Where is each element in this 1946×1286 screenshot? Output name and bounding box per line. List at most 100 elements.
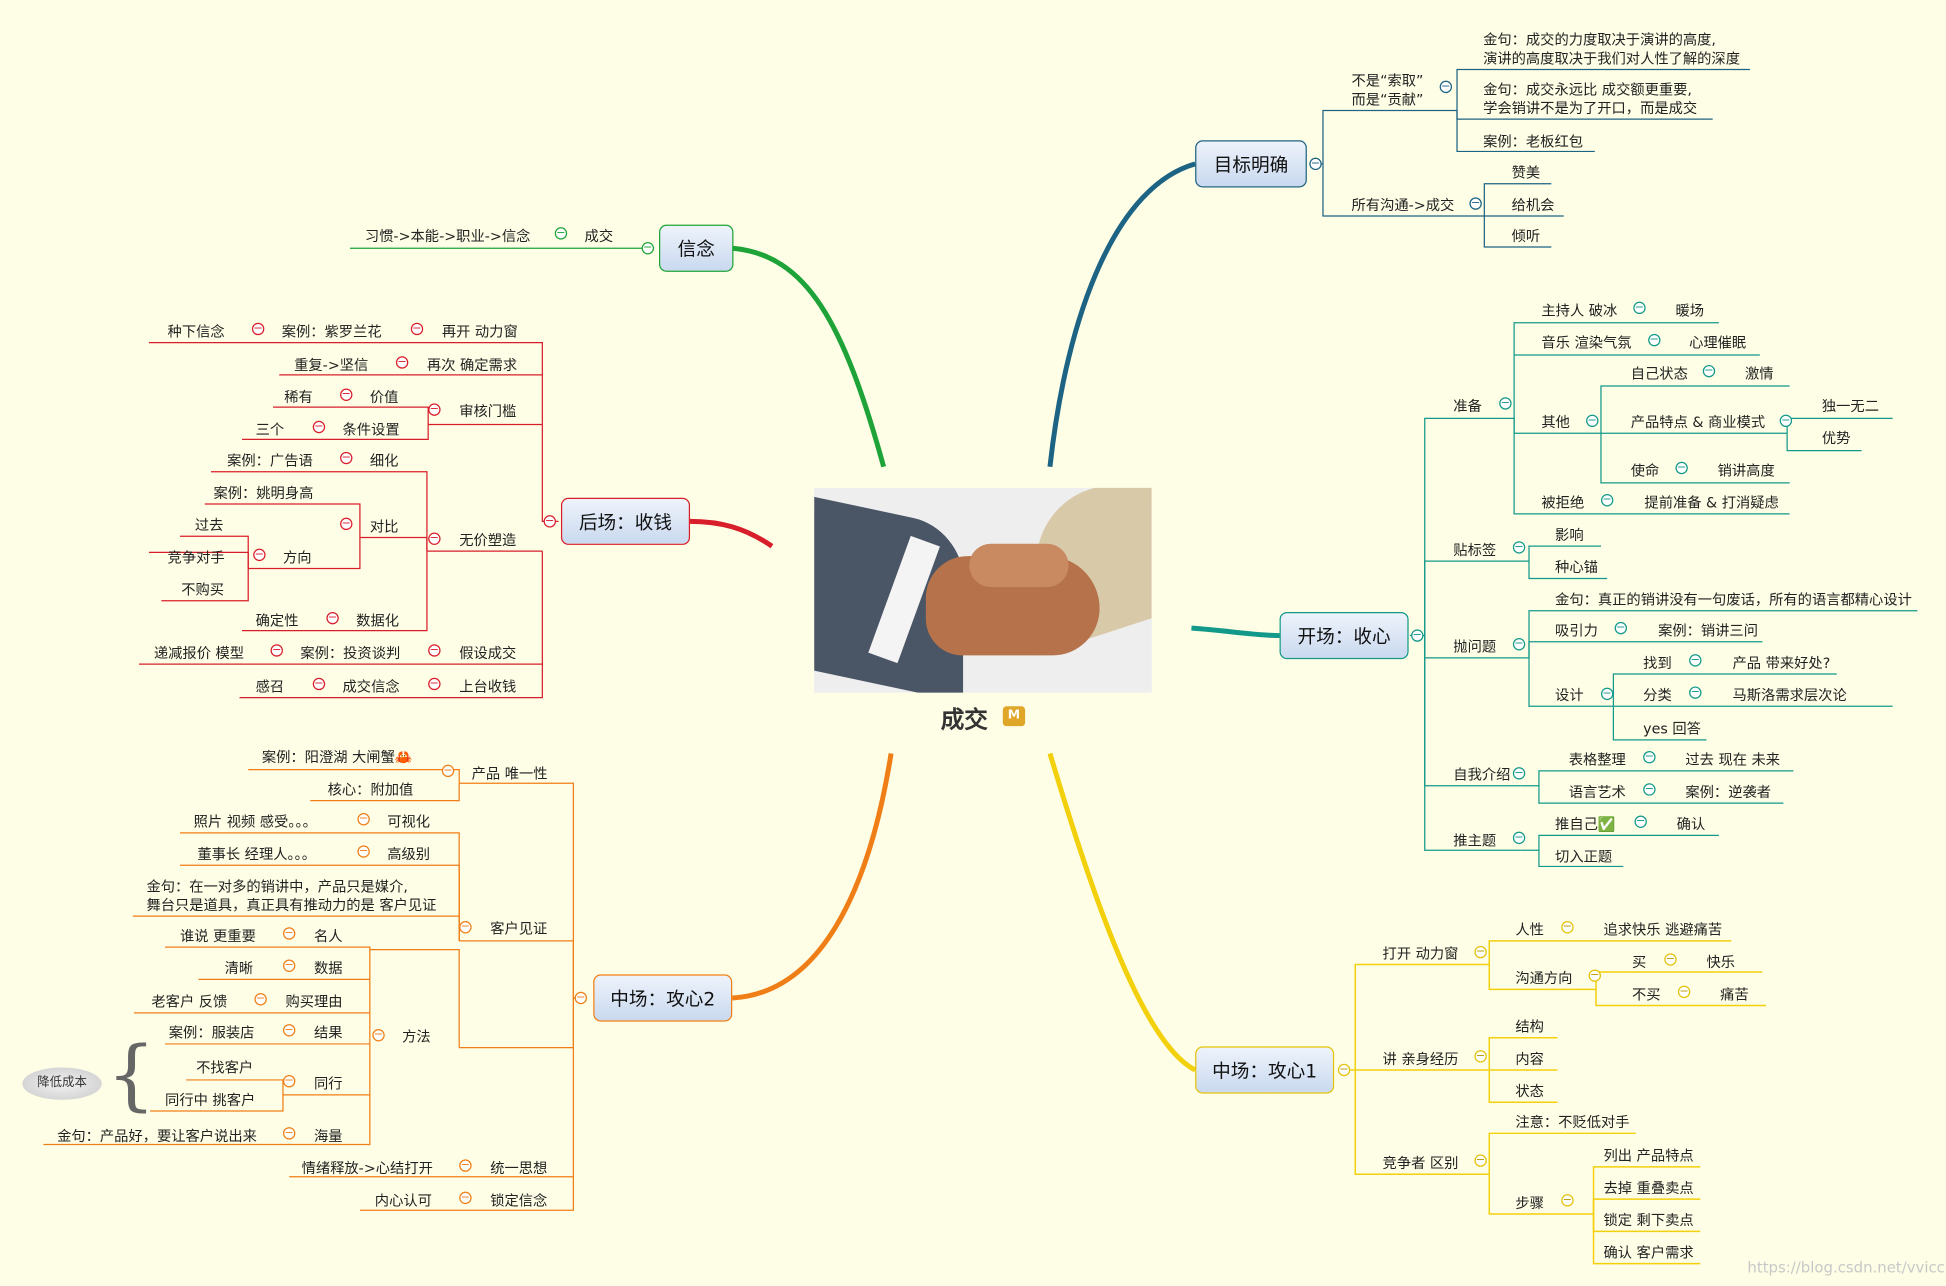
node-buzhao[interactable]: 不找客户	[196, 1058, 254, 1077]
collapse-icon[interactable]: −	[641, 242, 655, 255]
branch-zhong1[interactable]: 中场：攻心1	[1195, 1046, 1335, 1094]
collapse-icon[interactable]: −	[1664, 953, 1677, 966]
collapse-icon[interactable]: −	[1600, 494, 1614, 507]
node-liechu[interactable]: 列出 产品特点	[1603, 1146, 1694, 1165]
node-chengjiao[interactable]: 成交	[584, 227, 614, 245]
node-suodingxin[interactable]: 锁定信念	[490, 1191, 548, 1210]
node-bushi[interactable]: 不是“索取”	[1351, 71, 1424, 90]
node-jiqing[interactable]: 激情	[1744, 364, 1774, 383]
node-geijihui[interactable]: 给机会	[1511, 196, 1555, 214]
node-neirong[interactable]: 内容	[1515, 1050, 1544, 1068]
collapse-icon[interactable]: −	[340, 451, 353, 465]
node-biaoge[interactable]: 表格整理	[1568, 750, 1626, 769]
node-zhaodao[interactable]: 找到	[1643, 654, 1672, 672]
node-jingzheng[interactable]: 竞争者 区别	[1382, 1154, 1459, 1172]
branch-mubiao[interactable]: 目标明确	[1195, 140, 1307, 188]
collapse-icon[interactable]: −	[1512, 831, 1526, 845]
node-nixi[interactable]: 案例：逆袭者	[1685, 783, 1772, 801]
collapse-icon[interactable]: −	[441, 764, 455, 778]
node-xiyou[interactable]: 稀有	[284, 388, 313, 406]
node-jinju-xiaojiang[interactable]: 金句：真正的销讲没有一句废话，所有的语言都精心设计	[1555, 590, 1912, 609]
node-zhuiqiu[interactable]: 追求快乐 逃避痛苦	[1603, 921, 1723, 939]
node-qita[interactable]: 其他	[1541, 413, 1570, 431]
node-guoqu[interactable]: 过去	[194, 516, 224, 534]
node-keshihua[interactable]: 可视化	[387, 813, 431, 831]
node-tonghang[interactable]: 同行	[313, 1074, 343, 1093]
node-qingxu[interactable]: 情绪释放->心结打开	[301, 1159, 433, 1177]
node-dakai[interactable]: 打开 动力窗	[1382, 944, 1459, 963]
collapse-icon[interactable]: −	[1634, 815, 1647, 828]
collapse-icon[interactable]: −	[251, 322, 265, 336]
node-zhuyi[interactable]: 注意：不贬低对手	[1515, 1113, 1630, 1131]
node-wujia[interactable]: 无价塑造	[459, 531, 517, 549]
collapse-icon[interactable]: −	[282, 927, 296, 940]
node-tiqian[interactable]: 提前准备 & 打消疑虑	[1644, 494, 1779, 512]
node-yuyan[interactable]: 语言艺术	[1568, 783, 1626, 801]
node-sange[interactable]: 三个	[255, 420, 285, 439]
collapse-icon[interactable]: −	[1779, 414, 1793, 428]
node-masiluo[interactable]: 马斯洛需求层次论	[1732, 686, 1847, 704]
collapse-icon[interactable]: −	[459, 1159, 472, 1172]
node-sheji[interactable]: 设计	[1555, 686, 1584, 704]
collapse-icon[interactable]: −	[1499, 397, 1512, 410]
node-jinju-line2[interactable]: 舞台只是道具，真正具有推动力的是 客户见证	[146, 896, 437, 914]
node-paowenti[interactable]: 抛问题	[1453, 638, 1497, 656]
node-dongshi[interactable]: 董事长 经理人。。。	[197, 845, 317, 863]
collapse-icon[interactable]: −	[1512, 541, 1526, 554]
collapse-icon[interactable]: −	[1586, 414, 1599, 428]
node-zanmei[interactable]: 赞美	[1511, 163, 1541, 182]
node-anli-hongbao[interactable]: 案例：老板红包	[1483, 132, 1583, 151]
node-chanpin[interactable]: 产品特点 & 商业模式	[1630, 413, 1766, 431]
collapse-icon[interactable]: −	[282, 1024, 296, 1037]
node-tongku[interactable]: 痛苦	[1720, 985, 1749, 1003]
collapse-icon[interactable]: −	[1689, 654, 1702, 667]
node-shenhe[interactable]: 审核门槛	[459, 402, 517, 420]
collapse-icon[interactable]: −	[1561, 921, 1574, 934]
branch-houchang[interactable]: 后场：收钱	[560, 497, 691, 545]
node-buzhou[interactable]: 步骤	[1515, 1194, 1544, 1212]
collapse-icon[interactable]: −	[1643, 750, 1656, 764]
node-shangtai[interactable]: 上台收钱	[459, 677, 517, 696]
node-jiashe[interactable]: 假设成交	[459, 644, 517, 662]
node-zhuchiren[interactable]: 主持人 破冰	[1541, 301, 1618, 320]
node-mingren[interactable]: 名人	[313, 927, 343, 945]
node-jinju-line1[interactable]: 金句：在一对多的销讲中，产品只是媒介,	[146, 877, 408, 895]
node-xiyinli[interactable]: 吸引力	[1555, 621, 1598, 640]
node-ziluolan[interactable]: 案例：紫罗兰花	[281, 322, 382, 341]
node-quedingxing[interactable]: 确定性	[255, 611, 299, 630]
collapse-icon[interactable]: −	[312, 420, 326, 434]
node-sanwen[interactable]: 案例：销讲三问	[1658, 621, 1758, 640]
collapse-icon[interactable]: −	[428, 532, 441, 545]
node-jiazhi[interactable]: 价值	[369, 388, 399, 406]
collapse-icon[interactable]: −	[1469, 197, 1482, 210]
collapse-icon[interactable]: −	[1474, 945, 1487, 959]
node-beijujue[interactable]: 被拒绝	[1541, 494, 1585, 512]
node-renxing[interactable]: 人性	[1515, 921, 1544, 939]
node-guoqu-xianzai[interactable]: 过去 现在 未来	[1685, 750, 1781, 769]
collapse-icon[interactable]: −	[282, 1074, 296, 1088]
node-tongyi[interactable]: 统一思想	[490, 1159, 548, 1177]
collapse-icon[interactable]: −	[312, 677, 326, 691]
collapse-icon[interactable]: −	[395, 356, 409, 369]
node-tiebiaoqian[interactable]: 贴标签	[1453, 541, 1497, 559]
collapse-icon[interactable]: −	[1614, 621, 1628, 635]
node-queren[interactable]: 确认	[1676, 815, 1706, 833]
collapse-icon[interactable]: −	[428, 677, 441, 691]
node-zhongxia[interactable]: 种下信念	[167, 322, 225, 341]
node-goutong[interactable]: 所有沟通->成交	[1351, 196, 1455, 214]
node-zhuangtai[interactable]: 状态	[1515, 1082, 1544, 1100]
node-zaici[interactable]: 再次 确定需求	[426, 356, 518, 374]
collapse-icon[interactable]: −	[1561, 1194, 1574, 1207]
node-yaoming[interactable]: 案例：姚明身高	[213, 484, 314, 502]
collapse-icon[interactable]: −	[1689, 686, 1702, 699]
node-mai[interactable]: 买	[1632, 953, 1647, 971]
collapse-icon[interactable]: −	[340, 388, 353, 401]
collapse-icon[interactable]: −	[428, 403, 441, 416]
node-chongfu[interactable]: 重复->坚信	[294, 356, 369, 374]
node-kehu[interactable]: 客户见证	[490, 919, 548, 938]
collapse-icon[interactable]: −	[1337, 1063, 1351, 1077]
node-zhunbei[interactable]: 准备	[1453, 397, 1482, 415]
node-zaikai[interactable]: 再开 动力窗	[441, 322, 518, 341]
node-touzi[interactable]: 案例：投资谈判	[300, 644, 401, 662]
node-chengjiaoxin[interactable]: 成交信念	[342, 677, 400, 696]
